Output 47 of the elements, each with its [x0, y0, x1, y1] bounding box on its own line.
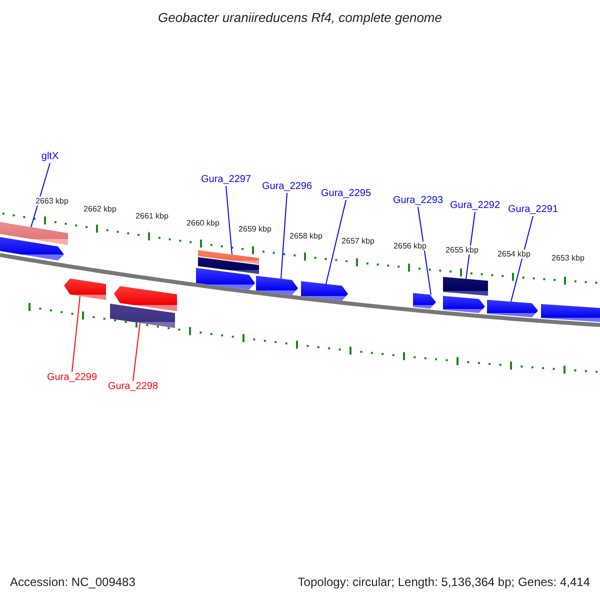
leader-line — [466, 212, 476, 280]
scale-label: 2655 kbp — [444, 246, 480, 254]
gene-label: Gura_2295 — [320, 188, 372, 199]
gene-block — [196, 268, 255, 290]
gene-label: Gura_2297 — [200, 174, 252, 185]
scale-label: 2658 kbp — [288, 232, 324, 240]
scale-label: 2663 kbp — [34, 196, 70, 206]
scale-label: 2659 kbp — [238, 224, 272, 234]
leader-line — [418, 206, 432, 296]
gene-block — [64, 278, 106, 300]
scale-label: 2661 kbp — [134, 212, 170, 220]
gene-block — [0, 235, 64, 261]
scale-label: 2654 kbp — [496, 250, 532, 258]
scale-label: 2662 kbp — [82, 204, 118, 214]
leader-line — [280, 192, 288, 280]
gene-label: Gura_2291 — [508, 204, 558, 215]
gene-block — [487, 300, 538, 318]
gene-block — [443, 296, 485, 314]
feature-bar — [198, 250, 259, 264]
scale-label: 2656 kbp — [392, 242, 428, 250]
gene-block — [301, 281, 348, 301]
gene-block — [256, 276, 298, 296]
feature-bar — [198, 257, 259, 274]
leader-line — [226, 186, 232, 256]
gene-label: gltX — [41, 151, 59, 162]
gene-label: Gura_2298 — [108, 381, 158, 392]
feature-bar — [443, 276, 488, 296]
leader-line — [30, 162, 50, 228]
scale-label: 2660 kbp — [186, 218, 220, 228]
gene-block — [114, 286, 177, 312]
leader-line — [326, 200, 346, 284]
gene-label: Gura_2296 — [262, 181, 312, 192]
gene-block — [413, 293, 436, 309]
scale-label: 2657 kbp — [340, 236, 376, 246]
gene-label: Gura_2293 — [392, 195, 444, 206]
leader-line — [510, 216, 534, 302]
genome-info-text: Topology: circular; Length: 5,136,364 bp; Genes: 4,414 — [298, 575, 590, 589]
gene-block — [541, 304, 600, 322]
feature-bar — [0, 220, 68, 246]
scale-label: 2653 kbp — [550, 254, 586, 262]
accession-text: Accession: NC_009483 — [10, 575, 136, 589]
leader-line — [72, 296, 80, 372]
leader-line — [132, 322, 140, 382]
gene-label: Gura_2292 — [450, 200, 500, 211]
gene-label: Gura_2299 — [46, 372, 98, 383]
feature-bar — [110, 304, 175, 328]
title: Geobacter uraniireducens Rf4, complete genome — [157, 10, 443, 25]
